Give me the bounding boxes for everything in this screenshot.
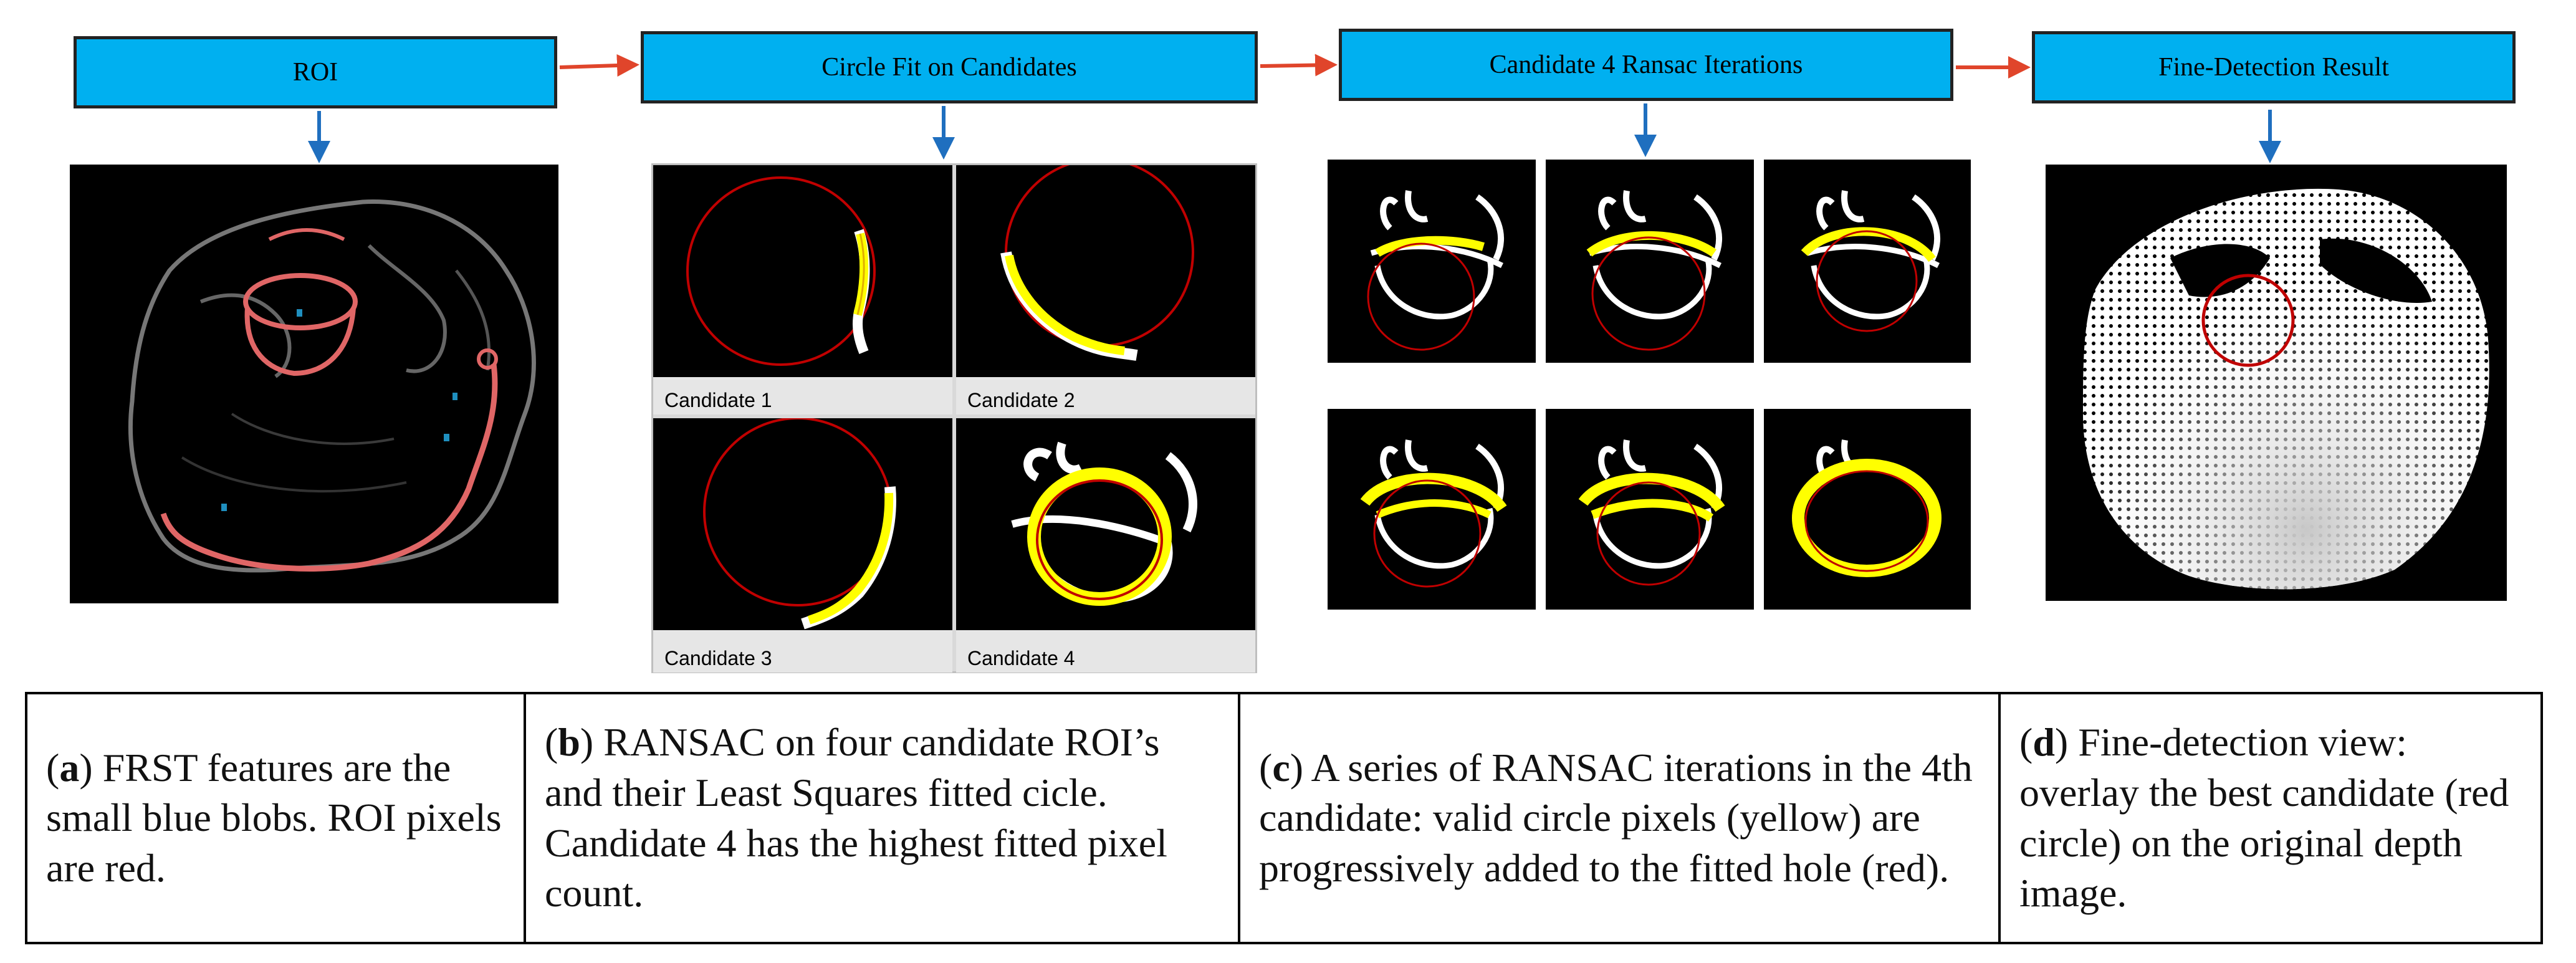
iteration-drawing	[1367, 190, 1504, 351]
roi-image	[70, 165, 558, 603]
ransac-iteration-6	[1764, 409, 1971, 610]
stage-box-roi: ROI	[74, 36, 557, 108]
flow-arrow	[559, 54, 639, 77]
caption-a: (a) FRST features are the small blue blo…	[27, 694, 526, 942]
stage-box-circle-fit: Circle Fit on Candidates	[641, 31, 1258, 103]
ransac-iteration-4	[1328, 409, 1536, 610]
stage-title: Candidate 4 Ransac Iterations	[1489, 50, 1803, 79]
stage-title: ROI	[292, 58, 338, 87]
caption-letter: d	[2033, 720, 2055, 765]
depth-image-drawing	[2083, 188, 2489, 590]
candidate-tile: Candidate 4	[956, 418, 1255, 673]
candidate-tile: Candidate 1	[653, 165, 952, 414]
candidate-tile: Candidate 2	[956, 165, 1255, 414]
ransac-iteration-5	[1546, 409, 1754, 610]
caption-text: Fine-detection view: overlay the best ca…	[2019, 720, 2509, 916]
candidate-image	[956, 418, 1255, 630]
ransac-iteration-1	[1328, 160, 1536, 363]
caption-c: (c) A series of RANSAC iterations in the…	[1240, 694, 2001, 942]
caption-letter: c	[1272, 745, 1290, 790]
stage-title: Circle Fit on Candidates	[821, 53, 1077, 82]
iteration-drawing	[1586, 190, 1722, 351]
caption-text: FRST features are the small blue blobs. …	[46, 745, 502, 890]
iteration-drawing	[1801, 190, 1940, 332]
caption-text: A series of RANSAC iterations in the 4th…	[1259, 745, 1973, 890]
iteration-drawing	[1360, 439, 1507, 588]
roi-drawing	[128, 199, 536, 573]
ransac-iteration-2	[1546, 160, 1754, 363]
candidate-image	[653, 165, 952, 377]
candidate-image	[956, 165, 1255, 377]
candidate-image	[653, 418, 952, 630]
candidate-label: Candidate 2	[967, 389, 1075, 411]
caption-letter: b	[558, 720, 580, 765]
caption-d: (d) Fine-detection view: overlay the bes…	[2019, 720, 2509, 916]
caption-b: (b) RANSAC on four candidate ROI’s and t…	[526, 694, 1240, 942]
candidate-label: Candidate 3	[664, 647, 772, 669]
caption-letter: a	[59, 745, 80, 790]
ransac-iteration-3	[1764, 160, 1971, 363]
flow-arrow	[1260, 54, 1338, 77]
stage-box-ransac-iterations: Candidate 4 Ransac Iterations	[1339, 29, 1953, 101]
candidate-label: Candidate 4	[967, 647, 1075, 669]
stage-title: Fine-Detection Result	[2158, 53, 2389, 82]
caption-table: (a) FRST features are the small blue blo…	[25, 692, 2543, 944]
iteration-drawing	[1792, 439, 1942, 577]
candidates-grid: Candidate 1 Candidate 2 Candidate 3	[651, 163, 1257, 673]
stage-box-fine-detection: Fine-Detection Result	[2032, 31, 2516, 103]
iteration-drawing	[1578, 439, 1725, 586]
candidate-label: Candidate 1	[664, 389, 772, 411]
fine-detection-image	[2046, 165, 2507, 601]
candidate-tile: Candidate 3	[653, 418, 952, 673]
caption-text: RANSAC on four candidate ROI’s and their…	[545, 720, 1167, 916]
